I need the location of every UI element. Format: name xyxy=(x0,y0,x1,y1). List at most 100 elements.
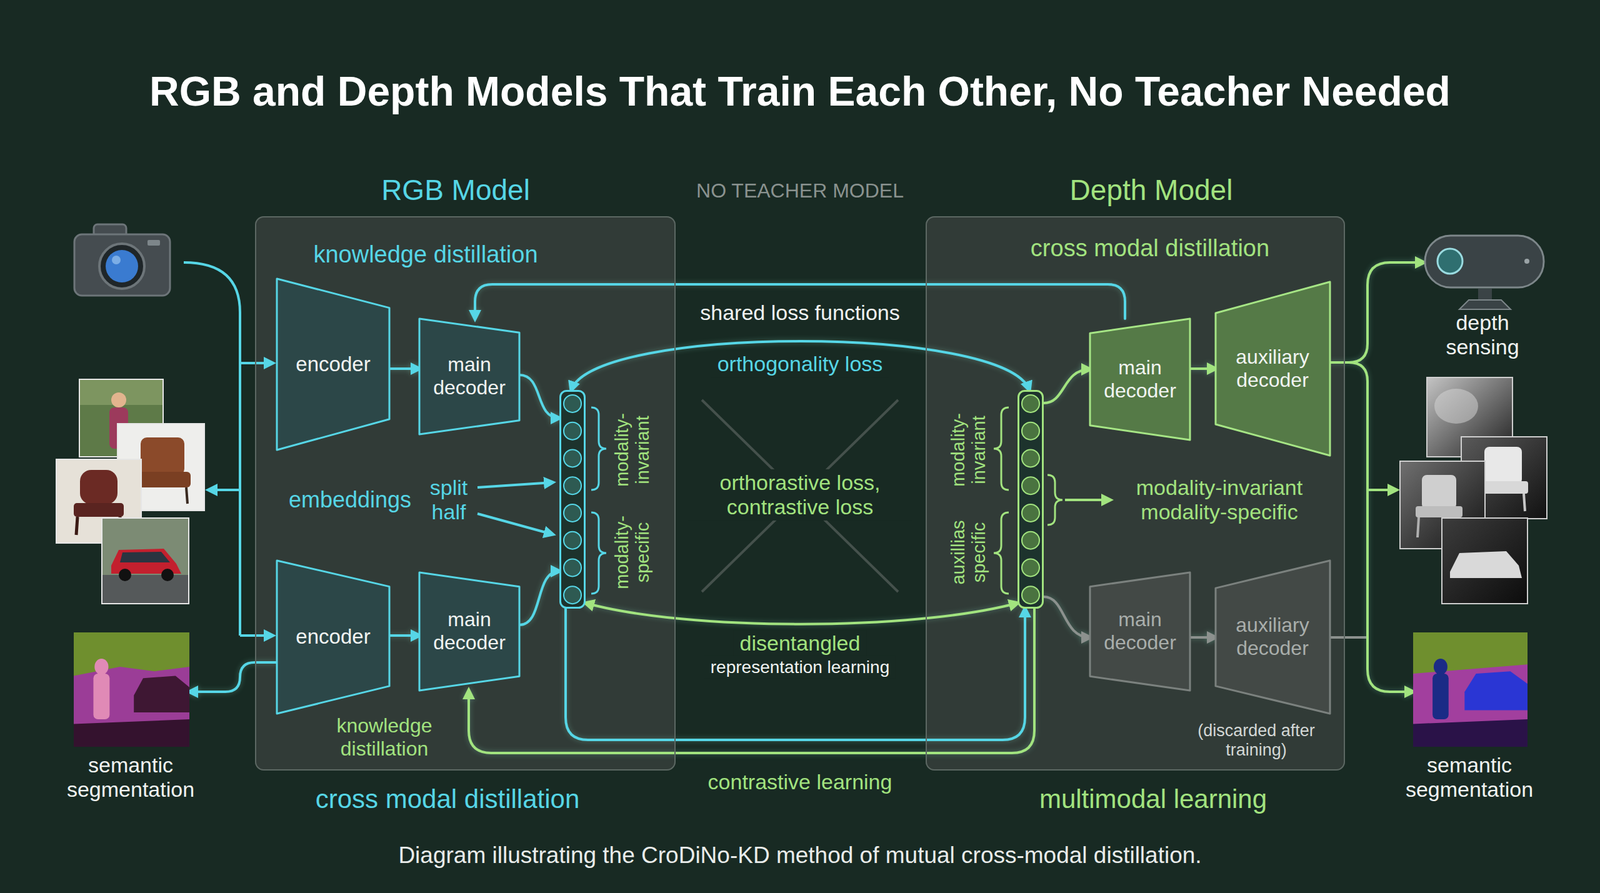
split-arrows xyxy=(477,513,553,535)
output-bracket xyxy=(1367,488,1397,492)
connector xyxy=(519,375,560,419)
photo-car xyxy=(120,551,170,563)
seg-person xyxy=(93,673,110,720)
photo-ornate-chair xyxy=(80,470,118,505)
embedding-brackets xyxy=(591,407,1063,594)
panel-heading: RGB Model xyxy=(381,173,530,207)
seg-region xyxy=(1413,632,1528,674)
connector xyxy=(571,341,1030,390)
embedding-cell xyxy=(1021,449,1040,467)
output-bracket xyxy=(1328,636,1368,639)
edge-label: disentangled xyxy=(733,630,867,657)
annotation-label: knowledge distillation xyxy=(312,714,457,761)
panel-fill xyxy=(255,216,1345,771)
embedding-node: modality-invariantauxillias specific xyxy=(1017,390,1044,609)
depth-map-4 xyxy=(1441,518,1528,604)
depth-map-1 xyxy=(1434,388,1479,424)
embedding-cell xyxy=(563,476,582,495)
depth-map-4 xyxy=(1450,551,1522,579)
embedding-cell xyxy=(563,449,582,467)
connector xyxy=(1043,596,1090,638)
network-block: main decoder xyxy=(419,318,520,435)
panel-fill xyxy=(255,216,676,771)
camera-icon xyxy=(74,224,170,296)
node-label: encoder xyxy=(295,352,370,377)
network-block: auxiliary decoder xyxy=(1215,560,1330,714)
seg-region xyxy=(73,719,190,747)
connector xyxy=(565,608,1025,740)
embedding-brackets xyxy=(993,512,1009,594)
depth-map-3 xyxy=(1415,506,1463,518)
connector xyxy=(1190,636,1216,639)
camera-icon xyxy=(74,234,170,296)
embedding-brackets xyxy=(993,407,1009,490)
node-label: auxiliary decoder xyxy=(1228,613,1317,660)
segmentation-image: semantic segmentation xyxy=(73,632,190,747)
annotation-label: (discarded after training) xyxy=(1178,721,1335,760)
input-bracket xyxy=(240,634,273,637)
photo-car xyxy=(118,568,132,582)
annotation-label: NO TEACHER MODEL xyxy=(696,179,904,203)
input-bracket xyxy=(208,488,240,492)
vector-label: modality-specific xyxy=(611,511,654,594)
embedding-cell xyxy=(563,395,582,413)
vector-label: modality-invariant xyxy=(948,409,990,491)
network-block: main decoder xyxy=(1090,572,1190,691)
segmentation-map xyxy=(73,632,190,747)
diagram-caption: Diagram illustrating the CroDiNo-KD meth… xyxy=(398,842,1202,870)
diagram-title: RGB and Depth Models That Train Each Oth… xyxy=(149,68,1451,116)
sensor-stand xyxy=(1459,288,1511,310)
embedding-cell xyxy=(563,586,582,604)
connector xyxy=(389,367,420,370)
segmentation-image: semantic segmentation xyxy=(1413,632,1528,747)
vector-outline xyxy=(560,391,585,609)
network-block: main decoder xyxy=(419,572,520,691)
embedding-cell xyxy=(563,422,582,440)
photo-car xyxy=(101,518,189,604)
camera-icon xyxy=(99,243,145,289)
embedding-cell xyxy=(1021,422,1040,440)
embedding-cell xyxy=(1021,504,1040,522)
edge-label: orthogonality loss xyxy=(711,350,890,378)
annotation-label: split half xyxy=(423,475,474,525)
connector xyxy=(1043,369,1090,404)
camera-icon xyxy=(147,240,160,246)
photo-chair xyxy=(137,487,188,504)
connector xyxy=(189,662,277,692)
embedding-brackets xyxy=(591,407,607,490)
annotation-label: shared loss functions xyxy=(700,300,900,325)
node-label: main decoder xyxy=(428,353,510,400)
photo-car xyxy=(102,575,189,604)
embedding-node: modality-invariantmodality-specific xyxy=(559,390,586,609)
trapezoid-outline xyxy=(276,278,390,450)
network-block: encoder xyxy=(276,560,390,714)
embedding-cell xyxy=(1021,586,1040,604)
seg-car xyxy=(1464,671,1528,710)
node-label: semantic segmentation xyxy=(1397,753,1542,802)
trapezoid-outline xyxy=(1215,281,1330,456)
vector-label: modality-invariant xyxy=(611,409,654,491)
embedding-cell xyxy=(563,504,582,522)
camera-icon xyxy=(105,250,139,283)
embedding-cell xyxy=(1021,531,1040,550)
connector xyxy=(1190,367,1216,370)
connector xyxy=(1330,362,1414,692)
sensor-stand xyxy=(1478,288,1492,300)
photo-car xyxy=(101,518,189,604)
sensor-lens xyxy=(1437,248,1463,274)
connector xyxy=(468,608,1035,754)
connector xyxy=(585,603,1018,625)
sensor-dot xyxy=(1524,258,1530,264)
depth-map-3 xyxy=(1421,475,1457,510)
photo-car xyxy=(161,568,174,582)
seg-region xyxy=(73,632,190,677)
node-label: encoder xyxy=(295,625,370,649)
segmentation-map xyxy=(1413,632,1528,747)
seg-region xyxy=(1413,719,1528,747)
embedding-cell xyxy=(1021,395,1040,413)
depth-map-4 xyxy=(1441,518,1528,604)
node-label: main decoder xyxy=(1099,608,1181,655)
